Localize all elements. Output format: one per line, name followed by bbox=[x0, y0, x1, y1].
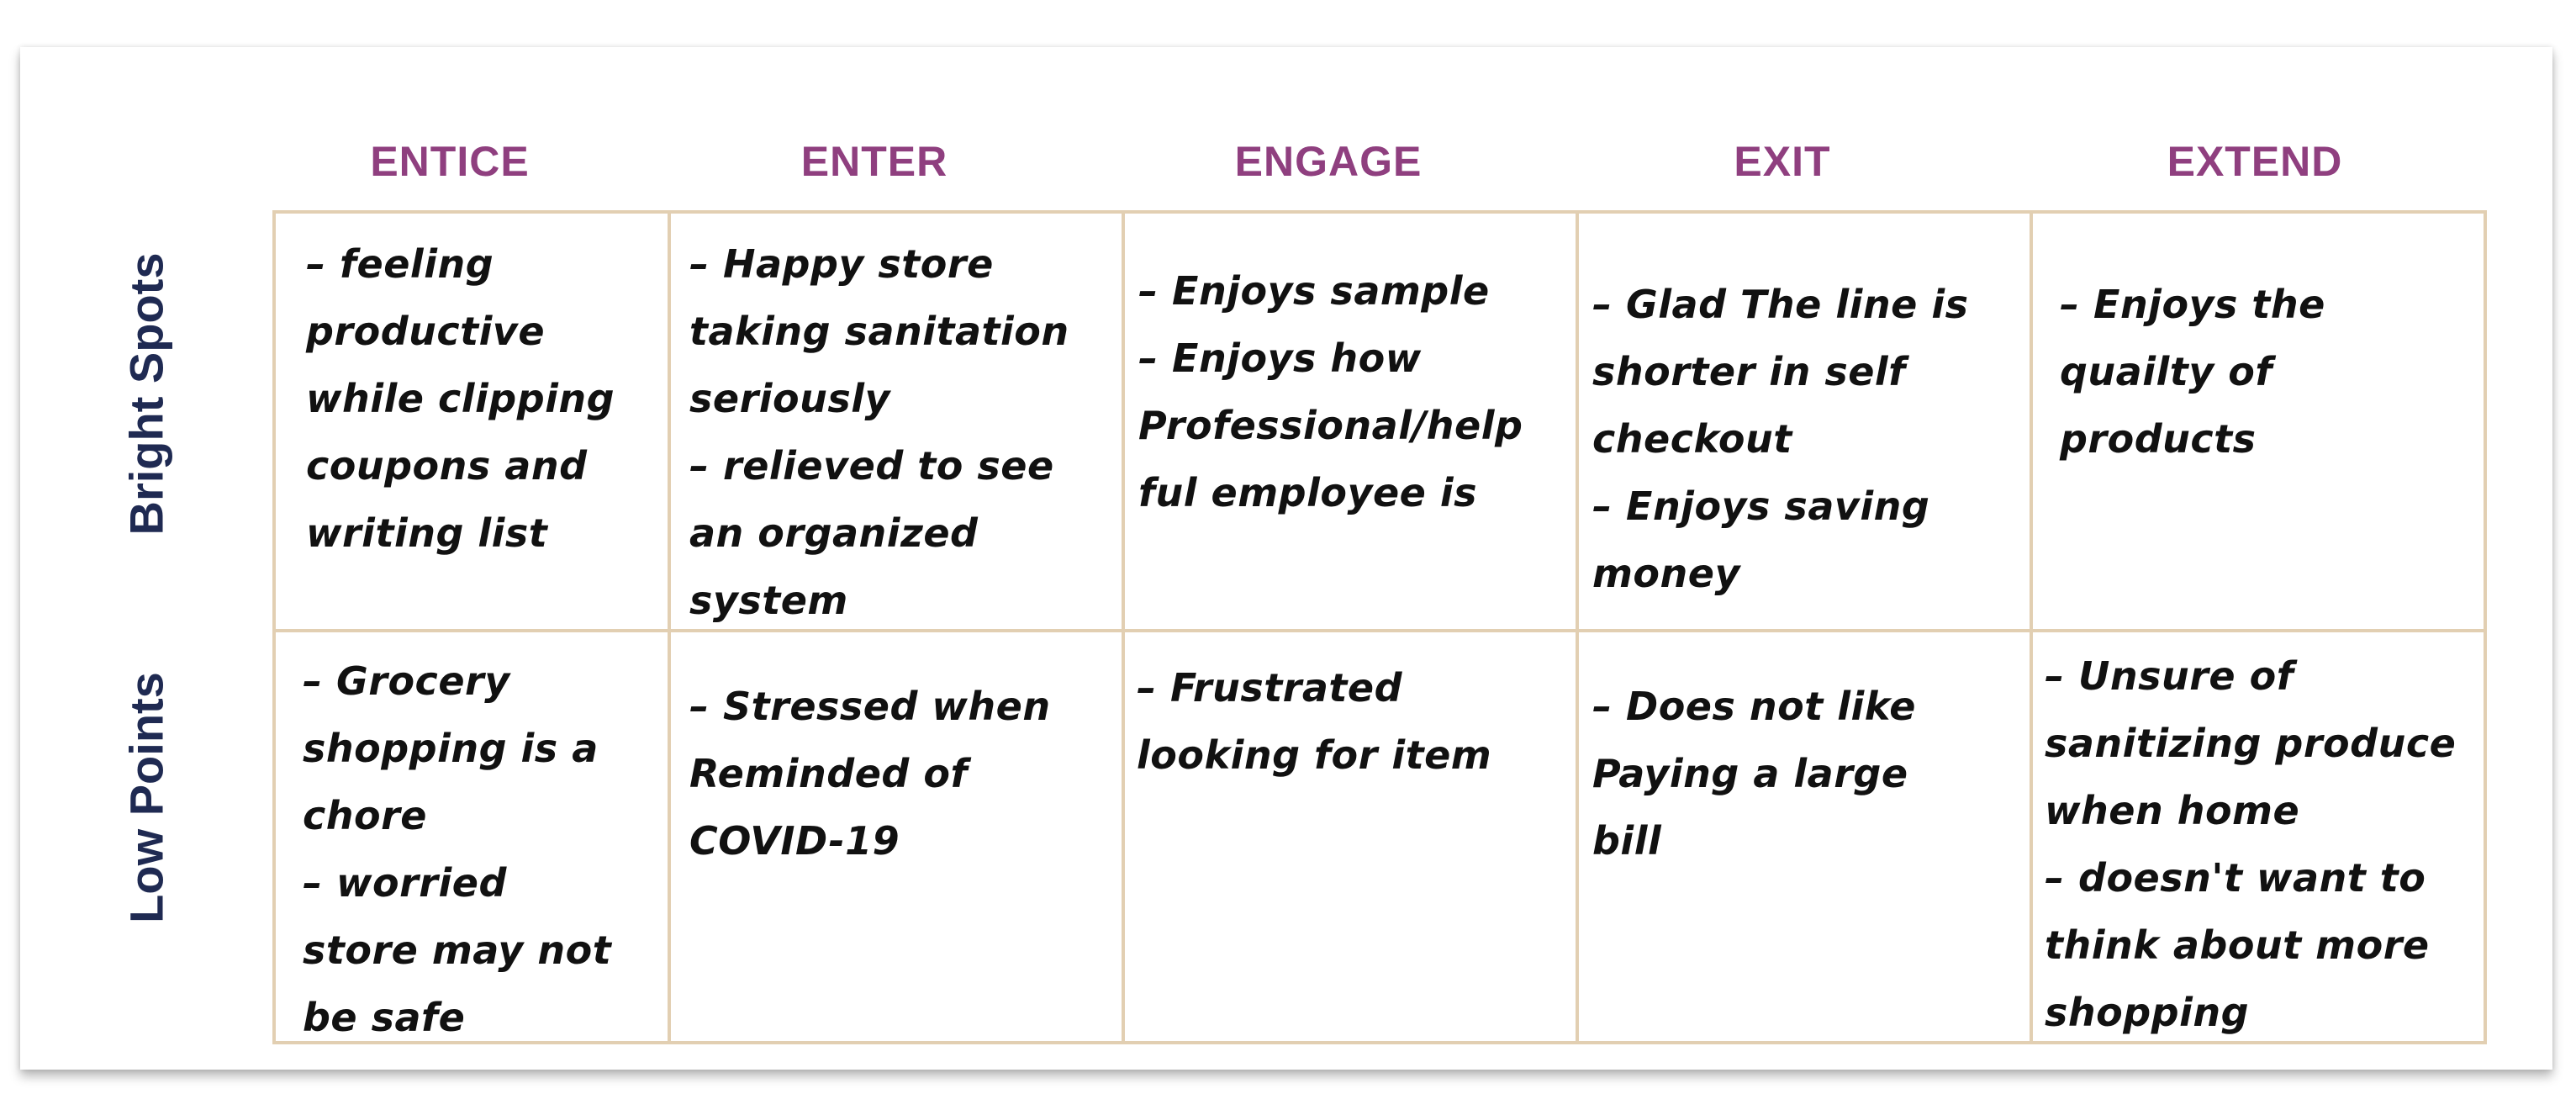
column-header-exit: EXIT bbox=[1734, 138, 1831, 185]
cell-low-engage: – Frustrated looking for item bbox=[1137, 665, 1492, 778]
grid-divider bbox=[1122, 214, 1125, 1041]
cell-bright-enter: – Happy store taking sanitation seriousl… bbox=[689, 241, 1069, 623]
cell-bright-entice: – feeling productive while clipping coup… bbox=[306, 241, 615, 556]
column-header-extend: EXTEND bbox=[2167, 138, 2343, 185]
row-label-bright-spots: Bright Spots bbox=[119, 252, 173, 536]
cell-low-exit: – Does not like Paying a large bill bbox=[1592, 684, 1916, 864]
cell-low-extend: – Unsure of sanitizing produce when home… bbox=[2045, 653, 2457, 1035]
row-label-low-points: Low Points bbox=[119, 672, 173, 923]
cell-low-entice: – Grocery shopping is a chore – worried … bbox=[303, 658, 612, 1040]
journey-grid: – feeling productive while clipping coup… bbox=[272, 210, 2487, 1044]
cell-bright-exit: – Glad The line is shorter in self check… bbox=[1592, 282, 1969, 596]
column-header-enter: ENTER bbox=[800, 138, 948, 185]
cell-bright-extend: – Enjoys the quailty of products bbox=[2060, 282, 2325, 462]
grid-divider bbox=[276, 629, 2484, 632]
cell-low-enter: – Stressed when Reminded of COVID-19 bbox=[689, 684, 1051, 864]
column-header-entice: ENTICE bbox=[370, 138, 530, 185]
journey-map-card: ENTICE ENTER ENGAGE EXIT EXTEND Bright S… bbox=[20, 47, 2552, 1070]
cell-bright-engage: – Enjoys sample – Enjoys how Professiona… bbox=[1138, 268, 1523, 515]
column-header-engage: ENGAGE bbox=[1234, 138, 1423, 185]
grid-divider bbox=[2030, 214, 2033, 1041]
grid-divider bbox=[1576, 214, 1579, 1041]
grid-divider bbox=[668, 214, 671, 1041]
